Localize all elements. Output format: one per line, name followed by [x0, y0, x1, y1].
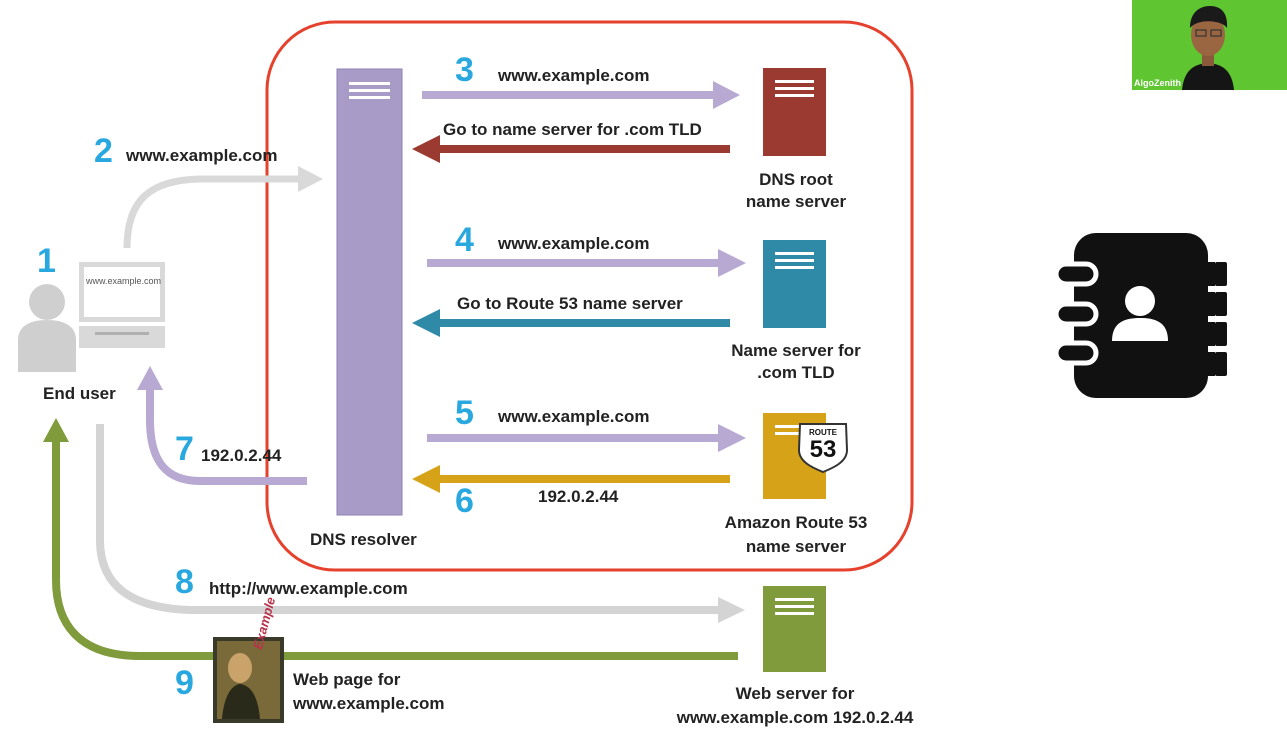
- web-server-label-line1: Web server for: [735, 684, 855, 703]
- route53-badge-top: ROUTE: [809, 428, 837, 437]
- webpage-label-line1: Web page for: [293, 670, 401, 689]
- root-response-label: Go to name server for .com TLD: [443, 120, 702, 139]
- webcam-name-label: AlgoZenith: [1134, 78, 1181, 88]
- arrow-root-response: [412, 135, 730, 163]
- step-number-2: 2: [94, 132, 113, 170]
- arrow-step-3-query: [422, 81, 740, 109]
- arrow-step-7: [137, 366, 307, 485]
- web-server-label: Web server for www.example.com 192.0.2.4…: [650, 682, 940, 730]
- tld-server-label-line2: .com TLD: [757, 363, 835, 382]
- end-user-icon: [18, 284, 76, 372]
- arrow-step-2: [123, 166, 323, 249]
- webpage-thumbnail: [213, 637, 284, 723]
- address-book-icon: [1053, 233, 1227, 398]
- dns-resolver-label: DNS resolver: [310, 530, 417, 549]
- highlight-frame: [265, 20, 914, 572]
- tld-server-icon: [763, 240, 826, 328]
- step-number-6: 6: [455, 482, 474, 520]
- step-number-9: 9: [175, 664, 194, 702]
- request-2-label: www.example.com: [126, 146, 278, 165]
- end-user-label: End user: [43, 384, 116, 403]
- dns-root-server-icon: [763, 68, 826, 156]
- route53-badge-number: 53: [809, 436, 837, 463]
- arrow-step-9: [43, 418, 738, 660]
- route53-server-label: Amazon Route 53 name server: [706, 511, 886, 559]
- presenter-silhouette: [1182, 6, 1234, 90]
- root-server-label: DNS root name server: [726, 169, 866, 213]
- dns-resolver-icon: [336, 68, 403, 516]
- tld-query-label: www.example.com: [498, 234, 650, 253]
- answer-7-label: 192.0.2.44: [201, 446, 282, 465]
- route53-server-label-line1: Amazon Route 53: [724, 513, 868, 532]
- computer-screen-text: www.example.com: [86, 276, 162, 286]
- route53-server-label-line2: name server: [745, 537, 847, 556]
- webpage-label: Web page for www.example.com: [293, 668, 444, 716]
- step-number-1: 1: [37, 242, 56, 280]
- arrow-tld-response: [412, 309, 730, 337]
- web-server-label-line2: www.example.com 192.0.2.44: [676, 708, 914, 727]
- web-server-icon: [763, 586, 826, 672]
- computer-icon: [79, 262, 165, 348]
- tld-response-label: Go to Route 53 name server: [457, 294, 683, 313]
- step-number-7: 7: [175, 430, 194, 468]
- arrow-step-5-query: [427, 424, 746, 452]
- arrow-step-6-response: [412, 465, 730, 493]
- webcam-overlay: AlgoZenith: [1132, 0, 1287, 90]
- arrow-step-8: [96, 424, 745, 623]
- root-server-label-line2: name server: [745, 192, 847, 211]
- route53-query-label: www.example.com: [498, 407, 650, 426]
- step-number-4: 4: [455, 221, 474, 259]
- step-number-5: 5: [455, 394, 474, 432]
- root-server-label-line1: DNS root: [759, 170, 833, 189]
- tld-server-label: Name server for .com TLD: [716, 340, 876, 384]
- webpage-label-line2: www.example.com: [293, 694, 445, 713]
- arrow-step-4-query: [427, 249, 746, 277]
- tld-server-label-line1: Name server for: [731, 341, 861, 360]
- http-8-label: http://www.example.com: [209, 579, 408, 598]
- root-query-label: www.example.com: [498, 66, 650, 85]
- step-number-8: 8: [175, 563, 194, 601]
- step-number-3: 3: [455, 51, 474, 89]
- route53-server-icon: [763, 413, 849, 499]
- route53-response-label: 192.0.2.44: [538, 487, 619, 506]
